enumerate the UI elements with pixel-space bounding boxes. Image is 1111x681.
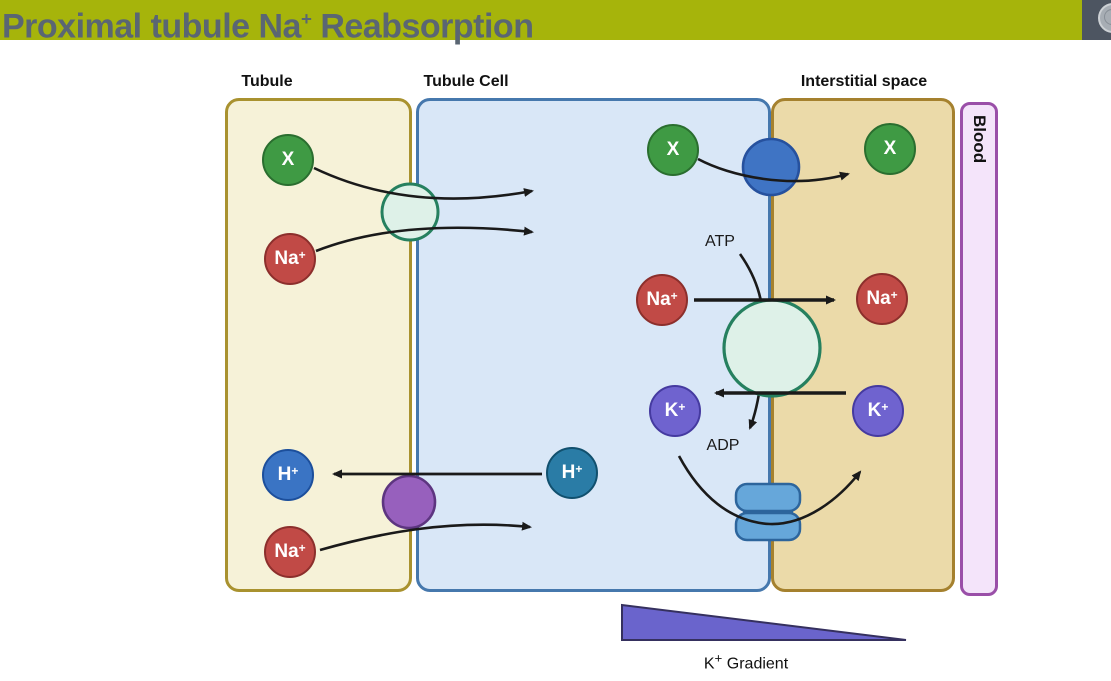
corner-logo-box	[1082, 0, 1111, 40]
ion-x-tubule: X	[262, 134, 314, 186]
ion-h-tubule: H+	[262, 449, 314, 501]
ion-na-cell: Na+	[636, 274, 688, 326]
seal-emblem-icon	[1098, 3, 1111, 33]
page-title-base: Proximal tubule Na	[2, 7, 301, 46]
k-gradient-triangle	[621, 603, 907, 641]
atp-label: ATP	[705, 233, 735, 250]
page-title-rest: Reabsorption	[311, 7, 534, 46]
compartment-tubule-cell	[416, 98, 771, 592]
blood-label: Blood	[970, 115, 989, 164]
ion-k-interstitial: K+	[852, 385, 904, 437]
ion-na-tubule-bottom: Na+	[264, 526, 316, 578]
adp-label: ADP	[706, 437, 740, 454]
ion-k-cell: K+	[649, 385, 701, 437]
ion-x-interstitial: X	[864, 123, 916, 175]
tubule-label: Tubule	[241, 73, 293, 90]
compartment-blood: Blood	[960, 102, 998, 596]
page-title-superscript: +	[300, 8, 312, 29]
compartment-interstitial-space	[771, 98, 955, 592]
k-gradient-label: K+ Gradient	[703, 650, 789, 673]
ion-na-tubule-top: Na+	[264, 233, 316, 285]
ion-na-interstitial: Na+	[856, 273, 908, 325]
title-bar: Proximal tubule Na+ Reabsorption	[0, 0, 1082, 45]
page-title: Proximal tubule Na+ Reabsorption	[2, 0, 534, 48]
compartment-tubule	[225, 98, 412, 592]
ion-h-cell: H+	[546, 447, 598, 499]
tubule-cell-label: Tubule Cell	[423, 73, 509, 90]
interstitial-space-label: Interstitial space	[800, 73, 928, 90]
ion-x-cell: X	[647, 124, 699, 176]
